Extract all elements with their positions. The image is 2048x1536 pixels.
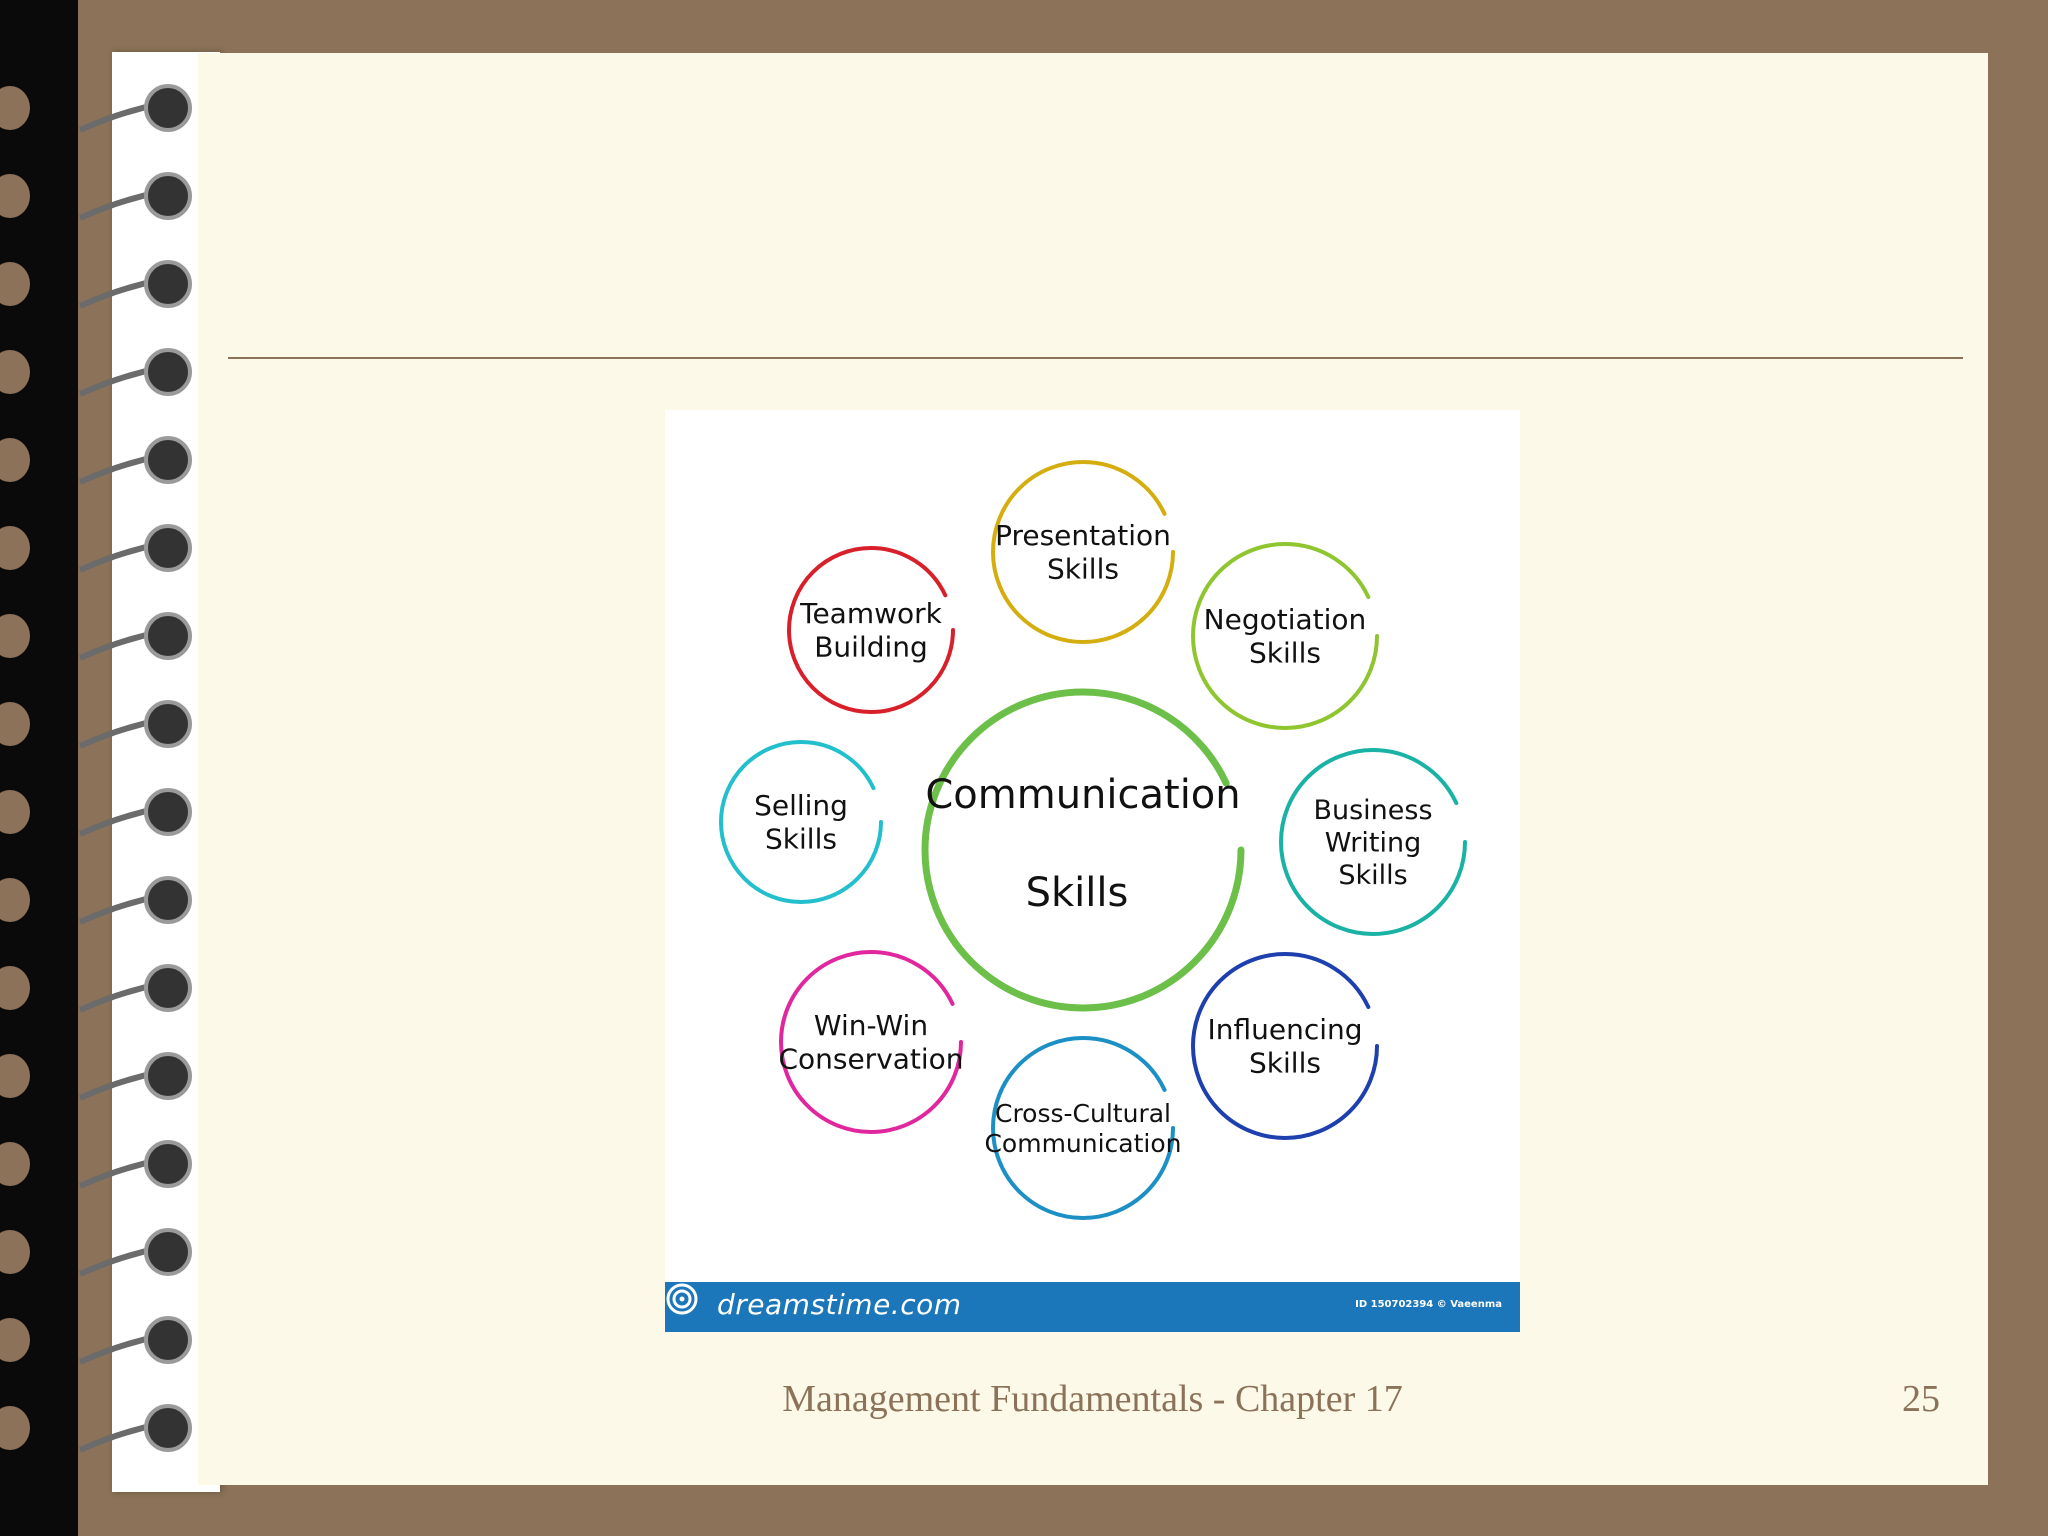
skill-label: Skills	[1338, 860, 1407, 891]
binder-hole	[0, 438, 30, 482]
center-label: Skills	[1026, 870, 1129, 916]
skill-label: Writing	[1325, 827, 1421, 858]
skill-ring	[1279, 748, 1467, 936]
skill-label: Presentation	[995, 519, 1171, 552]
binder-hole	[0, 86, 30, 130]
binder-ring	[144, 1140, 192, 1188]
binder-hole	[0, 262, 30, 306]
skill-ring	[719, 740, 883, 904]
binder-hole	[0, 878, 30, 922]
binder-hole	[0, 526, 30, 570]
skill-ring	[787, 546, 955, 714]
binder-hole	[0, 1230, 30, 1274]
skill-ring	[1191, 542, 1379, 730]
skill-ring	[991, 460, 1175, 644]
skill-label: Business	[1313, 795, 1432, 826]
binder-hole	[0, 702, 30, 746]
binder-hole	[0, 1142, 30, 1186]
slide-footer: Management Fundamentals - Chapter 17	[782, 1378, 1403, 1420]
skill-label: Cross-Cultural	[995, 1099, 1171, 1128]
binder-hole	[0, 350, 30, 394]
spiral-binding	[0, 84, 192, 1453]
watermark-brand: dreamstime.com	[717, 1288, 962, 1321]
binder-ring	[144, 1052, 192, 1100]
binder-hole	[0, 790, 30, 834]
skills-diagram: CommunicationSkillsPresentationSkillsNeg…	[719, 460, 1467, 1220]
binder-ring	[144, 524, 192, 572]
skill-label: Skills	[1249, 637, 1321, 670]
binder-ring	[144, 84, 192, 132]
skill-label: Skills	[1047, 553, 1119, 586]
binder-ring	[144, 964, 192, 1012]
binder-ring	[144, 1404, 192, 1452]
skill-label: Selling	[754, 789, 848, 822]
skill-ring	[779, 950, 963, 1134]
binder-hole	[0, 174, 30, 218]
skill-label: Teamwork	[799, 597, 943, 630]
binder-ring	[144, 172, 192, 220]
skill-label: Skills	[765, 823, 837, 856]
binder-ring	[144, 700, 192, 748]
center-ring	[921, 688, 1245, 1012]
skill-label: Win-Win	[814, 1009, 928, 1042]
binder-ring	[144, 348, 192, 396]
binder-ring	[144, 1316, 192, 1364]
dreamstime-logo-icon	[666, 1283, 698, 1315]
binder-hole	[0, 966, 30, 1010]
binder-ring	[144, 876, 192, 924]
skill-label: Negotiation	[1204, 603, 1367, 636]
binder-ring	[144, 260, 192, 308]
skill-label: Communication	[984, 1129, 1181, 1158]
binder-ring	[144, 436, 192, 484]
binder-hole	[0, 614, 30, 658]
title-divider	[228, 357, 1963, 359]
skill-label: Conservation	[778, 1043, 963, 1076]
binder-hole	[0, 1318, 30, 1362]
binder-hole	[0, 1054, 30, 1098]
skill-label: Skills	[1249, 1047, 1321, 1080]
binder-ring	[144, 612, 192, 660]
watermark-id: ID 150702394 © Vaeenma	[1355, 1299, 1502, 1310]
center-label: Communication	[925, 772, 1240, 818]
skill-label: Building	[814, 631, 928, 664]
binder-hole	[0, 1406, 30, 1450]
skill-ring	[1191, 952, 1379, 1140]
skill-label: Influencing	[1207, 1013, 1362, 1046]
skill-ring	[991, 1036, 1175, 1220]
page-number: 25	[1902, 1378, 1940, 1420]
binder-ring	[144, 788, 192, 836]
binder-ring	[144, 1228, 192, 1276]
watermark-bar: dreamstime.com ID 150702394 © Vaeenma	[665, 1282, 1520, 1332]
binder-strip	[0, 0, 78, 1536]
